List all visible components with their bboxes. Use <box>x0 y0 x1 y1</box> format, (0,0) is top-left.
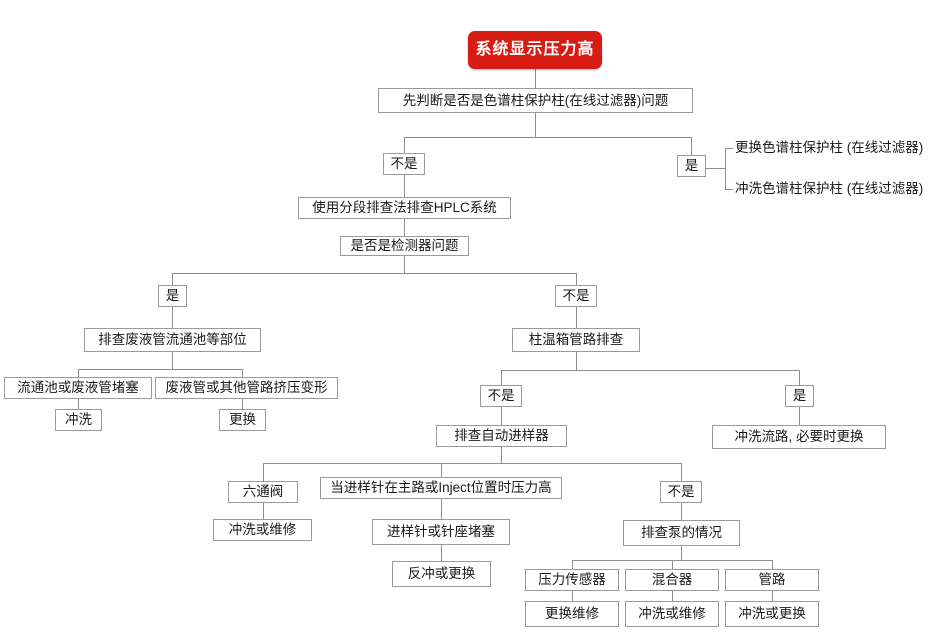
node-pump-check[interactable]: 排查泵的情况 <box>623 520 740 546</box>
connector <box>725 148 726 189</box>
node-oven-no[interactable]: 不是 <box>480 385 522 407</box>
connector <box>404 137 405 153</box>
node-guard-column-question[interactable]: 先判断是否是色谱柱保护柱(在线过滤器)问题 <box>378 88 693 113</box>
node-six-way-valve[interactable]: 六通阀 <box>228 481 298 503</box>
connector <box>681 503 682 520</box>
node-waste-line-deformed[interactable]: 废液管或其他管路挤压变形 <box>155 377 338 399</box>
node-detector-question[interactable]: 是否是检测器问题 <box>340 236 469 256</box>
connector <box>572 560 573 569</box>
connector <box>501 447 502 463</box>
connector <box>501 370 502 385</box>
leaf-flush-guard-column[interactable]: 冲洗色谱柱保护柱 (在线过滤器) <box>735 181 924 196</box>
connector <box>672 591 673 601</box>
connector <box>725 148 733 149</box>
connector <box>799 407 800 425</box>
connector <box>242 369 243 377</box>
node-guard-no[interactable]: 不是 <box>383 153 425 175</box>
node-backflush-or-replace[interactable]: 反冲或更换 <box>392 561 491 587</box>
connector <box>576 352 577 370</box>
node-segment-troubleshoot-hplc[interactable]: 使用分段排查法排查HPLC系统 <box>298 197 511 219</box>
connector <box>404 175 405 197</box>
node-oven-yes[interactable]: 是 <box>785 385 814 407</box>
connector <box>172 273 173 285</box>
connector <box>501 407 502 425</box>
connector <box>706 168 725 169</box>
node-cell-flush-action[interactable]: 冲洗 <box>55 409 102 431</box>
node-waste-replace-action[interactable]: 更换 <box>219 409 266 431</box>
connector <box>772 591 773 601</box>
node-waste-line-cell-check[interactable]: 排查废液管流通池等部位 <box>84 328 261 352</box>
connector <box>172 352 173 369</box>
connector <box>441 499 442 519</box>
connector <box>572 591 573 601</box>
connector <box>681 546 682 560</box>
node-root-system-high-pressure[interactable]: 系统显示压力高 <box>468 31 602 69</box>
connector <box>263 463 264 481</box>
connector <box>576 307 577 328</box>
connector <box>404 137 691 138</box>
connector <box>172 273 576 274</box>
node-pressure-sensor[interactable]: 压力传感器 <box>525 569 619 591</box>
node-mixer[interactable]: 混合器 <box>625 569 719 591</box>
connector <box>772 560 773 569</box>
node-needle-or-seat-blocked[interactable]: 进样针或针座堵塞 <box>372 519 510 545</box>
node-needle-main-path-pressure[interactable]: 当进样针在主路或Inject位置时压力高 <box>320 477 562 499</box>
connector <box>263 463 681 464</box>
node-guard-yes[interactable]: 是 <box>677 155 706 177</box>
connector <box>242 399 243 409</box>
node-autosampler-check[interactable]: 排查自动进样器 <box>436 425 567 447</box>
connector <box>78 369 79 377</box>
node-detector-yes[interactable]: 是 <box>158 285 187 307</box>
connector <box>691 137 692 155</box>
node-pump-no[interactable]: 不是 <box>660 481 702 503</box>
connector <box>78 369 242 370</box>
node-pressure-sensor-action[interactable]: 更换维修 <box>525 601 619 627</box>
connector <box>441 463 442 477</box>
node-cell-or-waste-blocked[interactable]: 流通池或废液管堵塞 <box>4 377 152 399</box>
connector <box>78 399 79 409</box>
node-mixer-action[interactable]: 冲洗或维修 <box>625 601 719 627</box>
connector <box>535 113 536 137</box>
connector <box>681 463 682 481</box>
connector <box>404 219 405 236</box>
connector <box>263 503 264 519</box>
connector <box>404 256 405 273</box>
connector <box>672 560 673 569</box>
node-six-way-valve-action[interactable]: 冲洗或维修 <box>213 519 312 541</box>
connector <box>535 69 536 88</box>
leaf-replace-guard-column[interactable]: 更换色谱柱保护柱 (在线过滤器) <box>735 140 924 155</box>
node-oven-flush-or-replace[interactable]: 冲洗流路, 必要时更换 <box>712 425 886 449</box>
node-detector-no[interactable]: 不是 <box>555 285 597 307</box>
connector <box>501 370 799 371</box>
connector <box>576 273 577 285</box>
connector <box>725 189 733 190</box>
node-column-oven-line-check[interactable]: 柱温箱管路排查 <box>512 328 640 352</box>
connector <box>441 545 442 561</box>
connector <box>799 370 800 385</box>
node-tubing-action[interactable]: 冲洗或更换 <box>725 601 819 627</box>
node-tubing[interactable]: 管路 <box>725 569 819 591</box>
connector <box>172 307 173 328</box>
